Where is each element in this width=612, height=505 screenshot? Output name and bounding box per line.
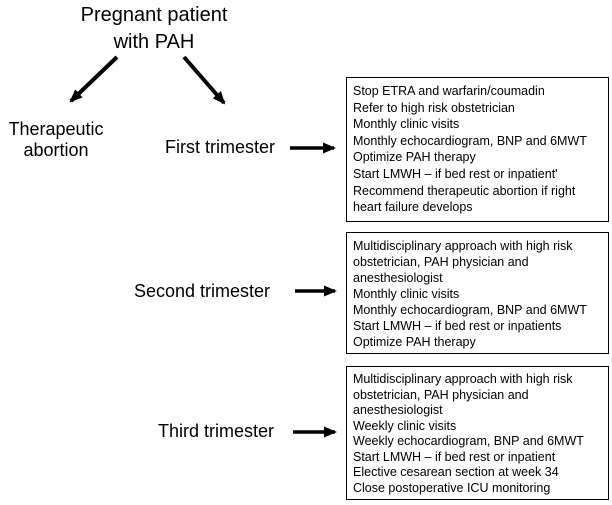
protocol-box-third-trimester: Multidisciplinary approach with high ris… xyxy=(346,366,609,500)
down-right-arrow xyxy=(182,55,226,105)
root-node-line1: Pregnant patient xyxy=(80,4,228,26)
protocol-item: Weekly clinic visits xyxy=(353,418,457,433)
protocol-item: Close postoperative ICU monitoring xyxy=(353,480,551,495)
protocol-item: Start LMWH – if bed rest or inpatients xyxy=(353,319,562,333)
protocol-item: Multidisciplinary approach with high ris… xyxy=(353,239,573,285)
protocol-item: Recommend therapeutic abortion if right … xyxy=(353,183,576,215)
branch-label-second-trimester: Second trimester xyxy=(134,281,271,301)
protocol-item: Monthly echocardiogram, BNP and 6MWT xyxy=(353,133,587,148)
protocol-item: Start LMWH – if bed rest or inpatient xyxy=(353,449,556,464)
branch-label-third-trimester: Third trimester xyxy=(158,421,275,441)
protocol-item: Monthly echocardiogram, BNP and 6MWT xyxy=(353,303,587,317)
root-node: Pregnant patient with PAH xyxy=(58,2,250,56)
therapeutic-abortion-node: Therapeutic abortion xyxy=(0,119,112,161)
protocol-box-second-trimester: Multidisciplinary approach with high ris… xyxy=(346,232,609,354)
protocol-item: Monthly clinic visits xyxy=(353,117,460,132)
root-node-line2: with PAH xyxy=(113,31,195,53)
protocol-item: Monthly clinic visits xyxy=(353,287,460,301)
down-left-arrow xyxy=(69,55,119,103)
abortion-node-line1: Therapeutic xyxy=(8,119,104,139)
protocol-item: Multidisciplinary approach with high ris… xyxy=(353,372,573,417)
protocol-item: Optimize PAH therapy xyxy=(353,150,476,165)
abortion-node-line2: abortion xyxy=(23,140,89,160)
protocol-item: Optimize PAH therapy xyxy=(353,335,476,349)
protocol-item: Refer to high risk obstetrician xyxy=(353,100,515,115)
protocol-item: Start LMWH – if bed rest or inpatient' xyxy=(353,166,558,181)
protocol-item: Stop ETRA and warfarin/coumadin xyxy=(353,84,545,98)
branch-label-first-trimester: First trimester xyxy=(165,137,275,157)
protocol-item: Elective cesarean section at week 34 xyxy=(353,465,559,479)
protocol-item: Weekly echocardiogram, BNP and 6MWT xyxy=(353,434,584,448)
